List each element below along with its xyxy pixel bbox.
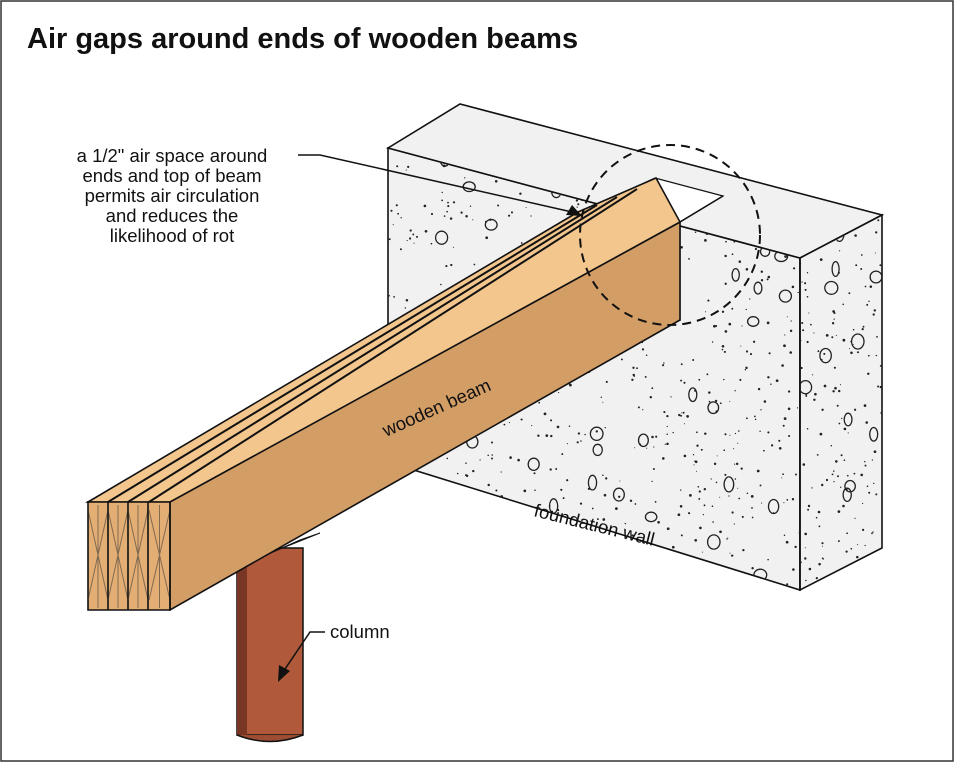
column (236, 532, 321, 743)
column-shade (237, 548, 247, 735)
air-space-arrowhead (566, 205, 582, 216)
air-space-leader (298, 154, 573, 213)
column-arrowhead (278, 665, 290, 682)
detail-circle (579, 144, 761, 326)
column-callout: column (278, 621, 390, 682)
wall-side-face (799, 213, 883, 592)
column-label: column (330, 621, 390, 642)
air-space-callout: a 1/2" air space around ends and top of … (77, 145, 582, 246)
air-space-line-1: a 1/2" air space around (77, 145, 268, 166)
wooden-beam (85, 176, 724, 612)
air-space-line-2: ends and top of beam (83, 165, 262, 186)
beam-end-grain (87, 502, 171, 610)
air-space-line-4: and reduces the (106, 205, 239, 226)
column-leader (282, 631, 325, 673)
air-space-line-3: permits air circulation (85, 185, 260, 206)
diagram-title: Air gaps around ends of wooden beams (27, 23, 578, 55)
air-space-line-5: likelihood of rot (110, 225, 234, 246)
